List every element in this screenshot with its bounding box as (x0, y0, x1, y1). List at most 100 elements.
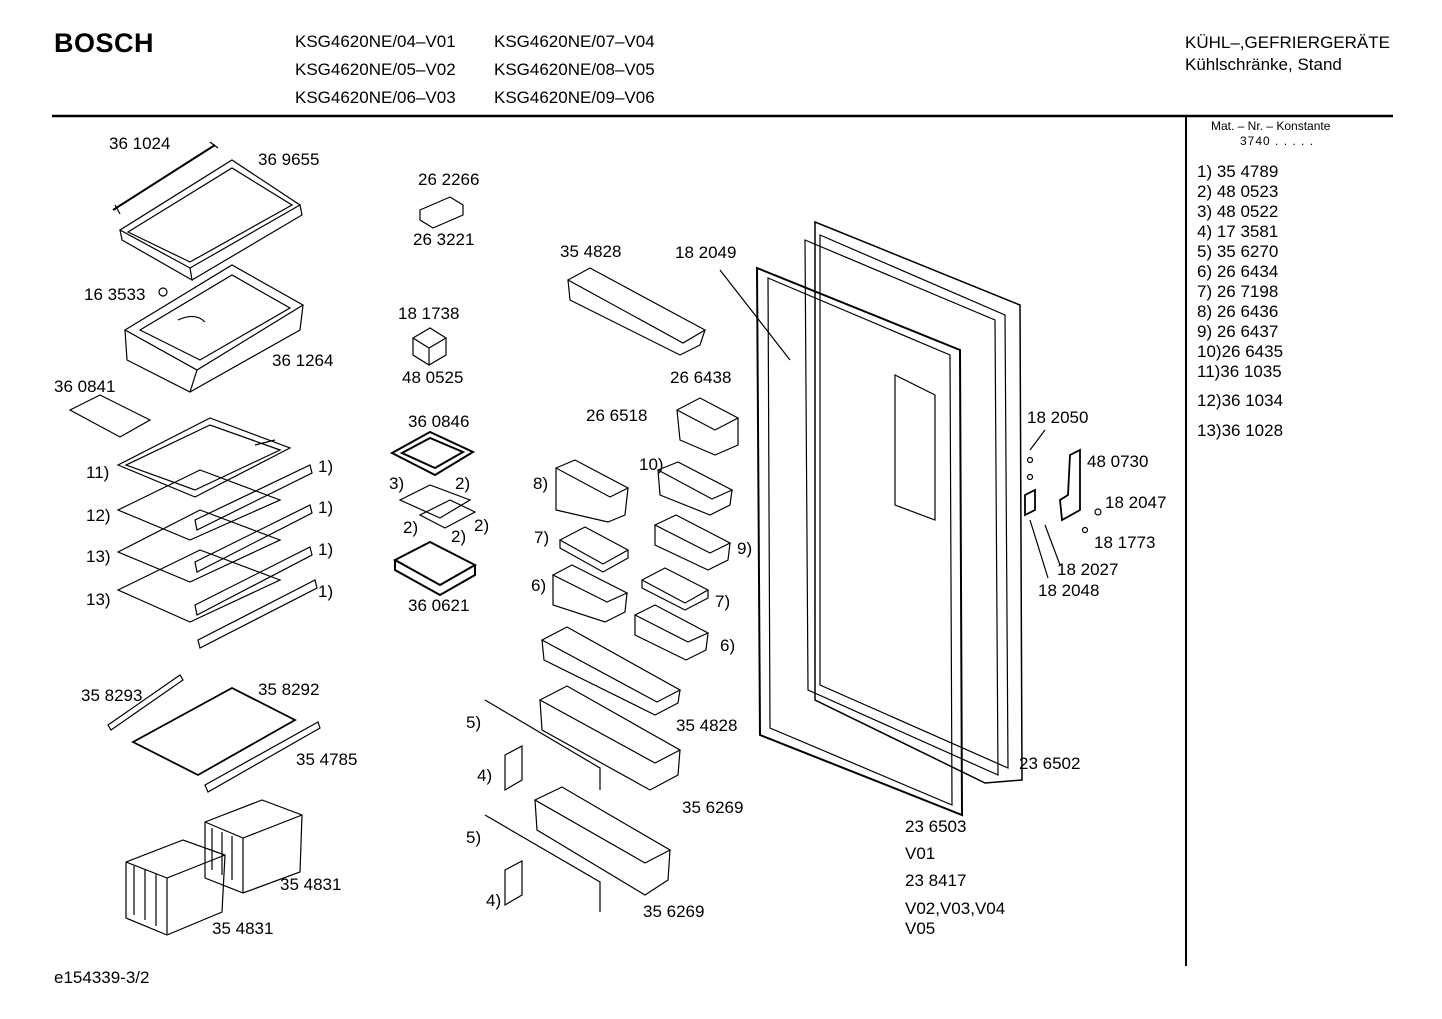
legend-item: 3) 48 0522 (1197, 202, 1279, 221)
shelf-part (116, 469, 313, 573)
model-number: KSG4620NE/06–V03 (295, 88, 456, 107)
legend-item: 13)36 1028 (1197, 421, 1284, 440)
part-number: 18 2050 (1027, 408, 1089, 427)
part-number: 48 0730 (1087, 452, 1149, 471)
door-bin-part (566, 267, 707, 356)
legend-item: 10)26 6435 (1197, 342, 1284, 361)
part-number: 26 6518 (586, 406, 648, 425)
door-bin-part (554, 459, 630, 523)
part-number: 26 2266 (418, 170, 480, 189)
door-bin-part (551, 564, 629, 623)
brand-logo: BOSCH (54, 28, 155, 58)
part-ref: 1) (318, 457, 334, 476)
door-bin-part (633, 604, 710, 661)
rail-part (484, 814, 601, 912)
basket-part (204, 799, 303, 894)
document-id: e154339-3/2 (54, 968, 150, 987)
part-ref: 12) (86, 506, 111, 525)
door-handle-part (894, 374, 936, 521)
shelf-part (116, 417, 313, 531)
frame-part (389, 430, 476, 477)
hinge-part (1059, 448, 1081, 522)
part-ref: 2) (455, 474, 471, 493)
part-number: 23 6502 (1019, 754, 1081, 773)
part-ref: 1) (318, 540, 334, 559)
part-ref: 3) (389, 474, 405, 493)
model-number: KSG4620NE/04–V01 (295, 32, 456, 51)
part-number: 18 2027 (1057, 560, 1119, 579)
hinge-pin-part (1024, 488, 1036, 517)
part-number: 35 4828 (560, 242, 622, 261)
part-number: 18 1773 (1094, 533, 1156, 552)
legend-item: 4) 17 3581 (1197, 222, 1279, 241)
part-ref: 7) (534, 528, 550, 547)
leader-line (1029, 519, 1049, 579)
variant-label: V02,V03,V04 (905, 899, 1006, 918)
legend-item: 8) 26 6436 (1197, 302, 1279, 321)
part-number: 36 0846 (408, 412, 470, 431)
egg-tray-part (640, 567, 710, 611)
shelf-part (116, 549, 318, 649)
crisper-drawer-part (123, 264, 305, 393)
door-bin-part (533, 786, 672, 896)
strip-part (204, 721, 321, 793)
leader-line (719, 269, 791, 361)
variant-label: V01 (905, 844, 936, 863)
part-ref: 2) (474, 516, 490, 535)
clip-part (504, 745, 523, 792)
part-ref: 9) (737, 539, 753, 558)
leader-line (1044, 524, 1061, 566)
part-number: 18 2047 (1105, 493, 1167, 512)
part-number: 16 3533 (84, 285, 146, 304)
clip-part (504, 860, 523, 907)
legend-item: 1) 35 4789 (1197, 162, 1279, 181)
model-number: KSG4620NE/08–V05 (494, 60, 655, 79)
part-ref: 1) (318, 498, 334, 517)
door-gasket-part (755, 266, 964, 817)
part-ref: 4) (486, 891, 502, 910)
part-number: 35 6269 (643, 902, 705, 921)
part-ref: 6) (531, 576, 547, 595)
ice-tray-part (419, 196, 464, 229)
part-ref: 2) (451, 527, 467, 546)
label-pad-part (68, 394, 152, 438)
part-ref: 6) (720, 636, 736, 655)
strip-part (107, 674, 184, 731)
washer-part (1094, 508, 1102, 516)
screw-part (1026, 456, 1034, 464)
part-number: 36 1264 (272, 351, 334, 370)
door-bin-part (538, 685, 682, 791)
divider-box-part (418, 499, 477, 529)
rail-part (484, 699, 601, 790)
part-number: 26 6438 (670, 368, 732, 387)
part-number: 18 2049 (675, 243, 737, 262)
part-ref: 5) (466, 828, 482, 847)
konstante-label: Mat. – Nr. – Konstante (1211, 119, 1331, 133)
part-number: 18 2048 (1038, 581, 1100, 600)
leader-line (1029, 429, 1046, 451)
model-number: KSG4620NE/05–V02 (295, 60, 456, 79)
crisper-cover-part (112, 141, 303, 282)
legend-item: 5) 35 6270 (1197, 242, 1279, 261)
part-number: 35 8293 (81, 686, 143, 705)
model-number: KSG4620NE/09–V06 (494, 88, 655, 107)
tray-part (392, 540, 478, 597)
legend-item: 12)36 1034 (1197, 391, 1284, 410)
part-ref: 4) (477, 766, 493, 785)
part-ref: 11) (86, 463, 110, 482)
part-ref: 5) (466, 713, 482, 732)
door-bin-part (653, 514, 732, 571)
part-number: 35 4831 (280, 875, 342, 894)
cube-part (411, 327, 448, 366)
glass-plate-part (131, 686, 297, 777)
part-number: 36 0621 (408, 596, 470, 615)
part-number: 35 4828 (676, 716, 738, 735)
part-number: 18 1738 (398, 304, 460, 323)
part-ref: 13) (86, 590, 111, 609)
door-part (804, 220, 1023, 784)
part-ref: 2) (403, 518, 419, 537)
variant-label: V05 (905, 919, 936, 938)
legend-item: 7) 26 7198 (1197, 282, 1279, 301)
door-bin-part (656, 461, 734, 516)
part-number: 35 4785 (296, 750, 358, 769)
